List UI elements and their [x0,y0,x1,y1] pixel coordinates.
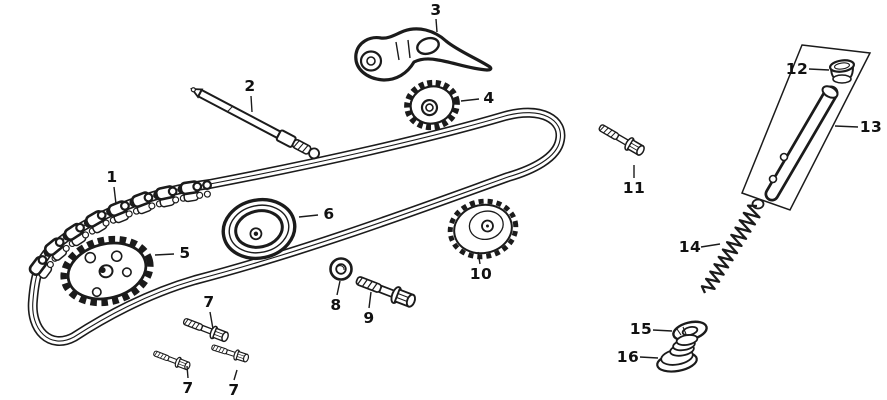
part-number-label: 8 [330,296,341,314]
leader-line [460,98,480,102]
leader-line [186,365,189,379]
leader-line [298,214,319,218]
chain-roller [120,200,130,211]
part-number-label: 7 [228,381,239,399]
washer [329,257,353,281]
cam-chain [27,107,566,347]
part-number-label: 1 [106,168,117,186]
chain-roller [196,191,204,199]
leader-line [113,186,117,205]
part-number-label: 15 [630,320,653,338]
tensioner-spring [700,198,765,294]
idler-sprocket [447,198,519,260]
part-number-label: 5 [179,244,190,262]
chain-roller [54,237,65,248]
chain-guide-arm [354,27,493,82]
leader-line [336,280,341,296]
chain-roller [46,260,54,269]
mount-bolt [151,347,192,373]
part-number-label: 16 [617,348,640,366]
chain-roller [102,219,110,227]
chain-link [192,180,213,192]
adjuster-plug [656,334,699,373]
leader-line [652,329,673,332]
sealing-cap [828,59,856,84]
chain-roller [37,255,48,265]
leader-line [639,356,659,359]
part-number-label: 14 [679,238,702,256]
chain-roller [203,190,211,198]
drive-sprocket [60,235,154,307]
part-number-label: 2 [244,77,255,95]
chain-link [196,190,211,199]
part-number-label: 13 [860,118,883,136]
adjuster-bolt [595,120,648,159]
leader-line [233,369,238,381]
chain-roller [75,222,85,233]
chain-detail-links [28,180,213,279]
leader-line [209,311,214,330]
push-rod [190,87,320,160]
chain-roller [202,180,213,190]
part-number-label: 7 [182,379,193,397]
cam-sprocket [404,79,460,131]
part-number-label: 7 [203,293,214,311]
part-number-label: 11 [623,179,646,197]
part-number-label: 6 [323,205,334,223]
chain-band-centerline [32,112,561,342]
chain-link [102,216,117,227]
leader-line [368,291,372,309]
part-number-label: 10 [470,265,493,283]
leader-line [808,68,830,71]
leader-line [154,253,175,256]
chain-roller [82,231,90,239]
part-number-label: 9 [363,309,374,327]
leader-line [477,251,481,265]
guide-roller [221,197,297,261]
chain-roller [172,196,180,204]
mount-bolt [209,341,251,365]
leader-line [435,18,438,33]
leader-line [834,125,859,128]
chain-roller [148,202,156,210]
spring-coils [700,204,761,294]
mount-bolt [180,314,231,345]
spring-coil-path [700,204,761,294]
chain-roller [192,181,203,192]
part-number-label: 12 [786,60,809,78]
pivot-bolt [353,271,419,311]
chain-roller [62,244,70,252]
part-number-label: 3 [430,1,441,19]
part-number-label: 4 [483,89,494,107]
chain-roller [96,210,107,221]
chain-roller [125,210,133,218]
chain-roller [143,192,154,203]
leader-line [700,243,721,248]
chain-link [82,227,96,239]
tensioner-rod [764,85,839,202]
leader-line [250,95,253,113]
chain-roller [167,186,178,197]
